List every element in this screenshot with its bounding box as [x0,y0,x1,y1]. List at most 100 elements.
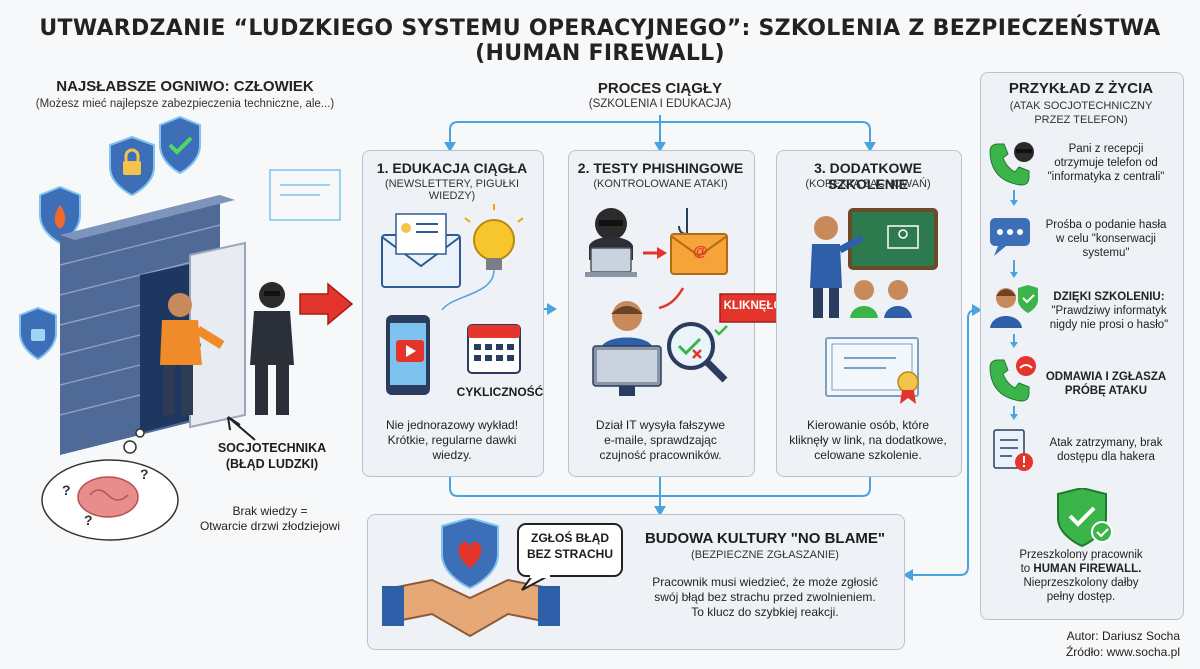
example-subheading-line: (ATAK SOCJOTECHNICZNY [1009,100,1153,112]
trainees-icon [850,280,912,318]
shield-icon [109,135,155,197]
example-step-bold-line: ODMAWIA I ZGŁASZA [1045,371,1167,383]
step-3-subtitle: (KOREKTA ZACHOWAŃ) [805,178,931,190]
training-board-icon [848,208,938,270]
process-subheading: (SZKOLENIA I EDUKACJA) [588,98,732,110]
newsletter-envelope-icon [381,213,461,288]
victim-person [160,293,225,415]
example-step-1: Pani z recepcji otrzymuje telefon od "in… [1036,142,1176,184]
example-icons-column [989,142,1038,471]
conclusion-line: Przeszkolony pracownik [1019,549,1143,561]
step-1-description: Nie jednorazowy wykład! Krótkie, regular… [362,418,542,463]
clicked-label: KLIKNĘŁO [723,300,783,312]
example-step-line: nigdy nie prosi o hasło" [1049,319,1169,331]
no-blame-description: Pracownik musi wiedzieć, że może zgłosić… [625,575,905,620]
step-3-desc-line: celowane szkolenie. [814,448,922,462]
hacker-figure [250,282,294,415]
speech-bubble [517,523,623,591]
step-3-illustration [810,208,938,404]
conclusion-line: pełny dostęp. [1046,591,1116,603]
phone-decline-icon [989,356,1036,402]
example-step-line: "informatyka z centrali" [1047,171,1165,183]
cyclicity-label: CYKLICZNOŚĆ [456,385,544,399]
no-blame-title: BUDOWA KULTURY "NO BLAME" [644,530,886,547]
report-bubble-line2: BEZ STRACHU [527,547,613,561]
svg-text:?: ? [62,482,71,498]
conclusion-bold: HUMAN FIREWALL. [1033,563,1142,575]
thought-caption-line2: Otwarcie drzwi złodziejowi [199,519,341,533]
example-step-bold-line: PRÓBĘ ATAKU [1064,385,1148,397]
social-engineering-line2: (BŁĄD LUDZKI) [225,457,319,471]
example-step-line: Prośba o podanie hasła [1045,219,1167,231]
no-blame-illustration [382,518,623,638]
hacker-laptop-icon [585,208,637,277]
example-conclusion: Przeszkolony pracownik to HUMAN FIREWALL… [980,548,1182,604]
example-step-line: Atak zatrzymany, brak [1049,437,1163,449]
step-1-subtitle: (NEWSLETTERY, PIGUŁKI WIEDZY) [384,178,520,202]
calendar-icon [467,324,521,374]
red-arrow-icon [299,282,354,326]
no-blame-desc-line: To klucz do szybkiej reakcji. [691,605,839,619]
report-bubble-line1: ZGŁOŚ BŁĄD [531,531,609,545]
human-weak-link-illustration: ? ? ? [19,115,341,541]
no-blame-desc-line: swój błąd bez strachu przed zwolnieniem. [654,590,876,604]
source-link: Źródło: www.socha.pl [1065,645,1180,659]
blocked-document-icon [993,429,1033,471]
step-3-title: 3. DODATKOWE SZKOLENIE [814,160,922,192]
process-heading: PROCES CIĄGŁY [597,80,723,97]
step-2-desc-line: czujność pracowników. [599,448,722,462]
no-blame-desc-line: Pracownik musi wiedzieć, że może zgłosić [652,575,878,589]
shield-icon [159,115,201,175]
step-3-description: Kierowanie osób, które kliknęły w link, … [776,418,960,463]
step-2-desc-line: e-maile, sprawdzając [604,433,717,447]
no-blame-subtitle: (BEZPIECZNE ZGŁASZANIE) [691,549,839,561]
social-engineering-label: SOCJOTECHNIKA (BŁĄD LUDZKI) [212,440,332,472]
svg-text:@: @ [693,243,708,260]
weakest-link-subheading: (Możesz mieć najlepsze zabezpieczenia te… [35,98,335,110]
report-bubble-text: ZGŁOŚ BŁĄD BEZ STRACHU [518,530,622,562]
step-2-description: Dział IT wysyła fałszywe e-maile, sprawd… [568,418,753,463]
example-step-line: systemu" [1082,247,1130,259]
author-name: Autor: Dariusz Socha [1066,629,1180,643]
page-title: UTWARDZANIE “LUDZKIEGO SYSTEMU OPERACYJN… [39,16,1161,66]
handshake-icon [382,578,560,638]
lightbulb-icon [464,204,524,270]
brain-icon [77,476,139,518]
phone-hacker-icon [989,142,1034,186]
thought-bubble: ? ? ? [41,428,179,541]
trained-receptionist-icon [990,285,1038,328]
shield-icon [39,185,81,245]
trainer-icon [810,216,864,318]
step-1-desc-line: Krótkie, regularne dawki [387,433,517,447]
conclusion-line: to HUMAN FIREWALL. [980,562,1182,576]
step-1-desc-line: wiedzy. [432,448,472,462]
step-3-desc-line: Kierowanie osób, które [806,418,930,432]
phishing-email-icon: @ [670,208,728,275]
step-1-title: 1. EDUKACJA CIĄGŁA [376,160,528,176]
example-step-line: w celu "konserwacji [1056,233,1156,245]
weakest-link-heading: NAJSŁABSZE OGNIWO: CZŁOWIEK [56,78,314,95]
example-subheading-line: PRZEZ TELEFON) [1034,114,1128,126]
social-engineering-line1: SOCJOTECHNIKA [217,441,327,455]
svg-text:?: ? [84,512,93,528]
it-employee-icon [592,301,662,396]
step-2-title: 2. TESTY PHISHINGOWE [577,160,744,176]
step-2-illustration: @ [585,208,728,396]
thought-caption: Brak wiedzy = Otwarcie drzwi złodziejowi [170,504,370,534]
step-1-card [362,150,544,477]
step-2-desc-line: Dział IT wysyła fałszywe [595,418,726,432]
magnifier-check-icon [667,322,728,383]
step-1-illustration [381,204,524,395]
example-step-bold-line: DZIĘKI SZKOLENIU: [1053,291,1165,303]
example-step-line: dostępu dla hakera [1057,451,1155,463]
step-2-subtitle: (KONTROLOWANE ATAKI) [593,178,728,190]
step-1-desc-line: Nie jednorazowy wykład! [385,418,519,432]
example-step-line: Pani z recepcji [1068,143,1144,155]
author-credit: Autor: Dariusz Socha Źródło: www.socha.p… [980,628,1180,660]
example-step-2: Prośba o podanie hasła w celu "konserwac… [1036,218,1176,260]
example-subheading: (ATAK SOCJOTECHNICZNY PRZEZ TELEFON) [980,99,1182,127]
svg-text:?: ? [140,466,149,482]
conclusion-prefix: to [1020,563,1034,575]
thought-caption-line1: Brak wiedzy = [232,504,308,518]
